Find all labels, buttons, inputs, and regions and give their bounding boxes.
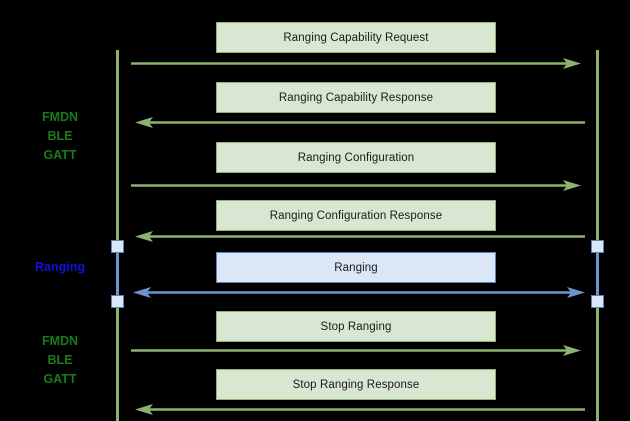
side-label-line-3: GATT bbox=[43, 148, 77, 162]
message-box-stop-ranging-response: Stop Ranging Response bbox=[216, 369, 496, 400]
message-label: Ranging Configuration bbox=[297, 151, 415, 164]
message-label: Ranging Capability Request bbox=[283, 31, 429, 44]
side-label-line-1: FMDN bbox=[41, 334, 79, 348]
message-arrow-right-1 bbox=[131, 58, 581, 69]
side-label-line-3: GATT bbox=[43, 372, 77, 386]
message-arrow-left-4 bbox=[135, 231, 585, 242]
message-box-stop-ranging: Stop Ranging bbox=[216, 311, 496, 342]
message-box-ranging-capability-request: Ranging Capability Request bbox=[216, 22, 496, 53]
message-label: Stop Ranging Response bbox=[292, 378, 420, 391]
side-label-line-2: BLE bbox=[47, 353, 73, 367]
message-arrow-left-2 bbox=[135, 117, 585, 128]
message-box-ranging-configuration-response: Ranging Configuration Response bbox=[216, 200, 496, 231]
message-box-ranging-capability-response: Ranging Capability Response bbox=[216, 82, 496, 113]
message-arrow-bidirectional-ranging bbox=[133, 287, 585, 298]
message-arrow-right-3 bbox=[131, 180, 581, 191]
activation-bar-right bbox=[596, 246, 599, 302]
message-label: Ranging Capability Response bbox=[278, 91, 434, 104]
message-label: Ranging Configuration Response bbox=[269, 209, 443, 222]
side-label-ranging: Ranging bbox=[20, 258, 100, 277]
side-label-ranging-text: Ranging bbox=[35, 260, 85, 274]
lifeline-left bbox=[116, 50, 119, 421]
lifeline-right bbox=[596, 50, 599, 421]
activation-box-right-start bbox=[591, 240, 604, 253]
message-box-ranging-configuration: Ranging Configuration bbox=[216, 142, 496, 173]
message-arrow-right-6 bbox=[131, 345, 581, 356]
activation-box-right-end bbox=[591, 295, 604, 308]
message-label: Stop Ranging bbox=[320, 320, 392, 333]
activation-bar-left bbox=[116, 246, 119, 302]
message-arrow-left-7 bbox=[135, 404, 585, 415]
message-box-ranging: Ranging bbox=[216, 252, 496, 283]
activation-box-left-end bbox=[111, 295, 124, 308]
side-label-line-2: BLE bbox=[47, 129, 73, 143]
activation-box-left-start bbox=[111, 240, 124, 253]
side-label-line-1: FMDN bbox=[41, 110, 79, 124]
side-label-fmdn-ble-gatt-top: FMDN BLE GATT bbox=[20, 108, 100, 165]
message-label: Ranging bbox=[334, 261, 378, 274]
side-label-fmdn-ble-gatt-bottom: FMDN BLE GATT bbox=[20, 332, 100, 389]
